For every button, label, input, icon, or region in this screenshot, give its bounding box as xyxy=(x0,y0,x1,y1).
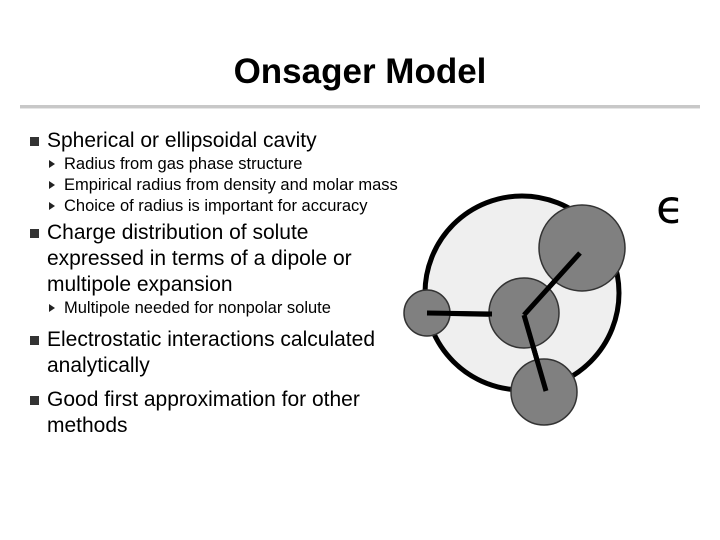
bullet-text: Spherical or ellipsoidal cavity xyxy=(47,129,317,152)
triangle-bullet-icon xyxy=(49,202,55,210)
onsager-cavity-diagram xyxy=(403,193,626,426)
square-bullet-icon xyxy=(30,229,39,238)
sub-bullet-item: Empirical radius from density and molar … xyxy=(30,175,410,196)
atom-upper-right xyxy=(538,204,626,292)
atom-lower xyxy=(510,358,578,426)
bullet-item: Electrostatic interactions calculated an… xyxy=(30,327,410,379)
bullet-list: Spherical or ellipsoidal cavity Radius f… xyxy=(30,128,410,439)
bullet-item: Charge distribution of solute expressed … xyxy=(30,220,410,298)
sub-bullet-text: Choice of radius is important for accura… xyxy=(64,197,368,215)
square-bullet-icon xyxy=(30,396,39,405)
bullet-text: Charge distribution of solute expressed … xyxy=(47,221,352,296)
sub-bullet-item: Choice of radius is important for accura… xyxy=(30,196,410,217)
bullet-item: Good first approximation for other metho… xyxy=(30,387,410,439)
title-divider xyxy=(20,105,700,109)
triangle-bullet-icon xyxy=(49,304,55,312)
sub-bullet-text: Multipole needed for nonpolar solute xyxy=(64,299,331,317)
dielectric-epsilon-symbol: ϵ xyxy=(656,180,685,234)
bullet-item: Spherical or ellipsoidal cavity xyxy=(30,128,410,154)
triangle-bullet-icon xyxy=(49,181,55,189)
sub-bullet-text: Empirical radius from density and molar … xyxy=(64,176,398,194)
sub-bullet-item: Radius from gas phase structure xyxy=(30,154,410,175)
sub-bullet-text: Radius from gas phase structure xyxy=(64,155,303,173)
sub-bullet-item: Multipole needed for nonpolar solute xyxy=(30,298,410,319)
slide-title: Onsager Model xyxy=(233,52,487,91)
bullet-text: Good first approximation for other metho… xyxy=(47,388,360,437)
triangle-bullet-icon xyxy=(49,160,55,168)
square-bullet-icon xyxy=(30,137,39,146)
square-bullet-icon xyxy=(30,336,39,345)
bullet-text: Electrostatic interactions calculated an… xyxy=(47,328,375,377)
